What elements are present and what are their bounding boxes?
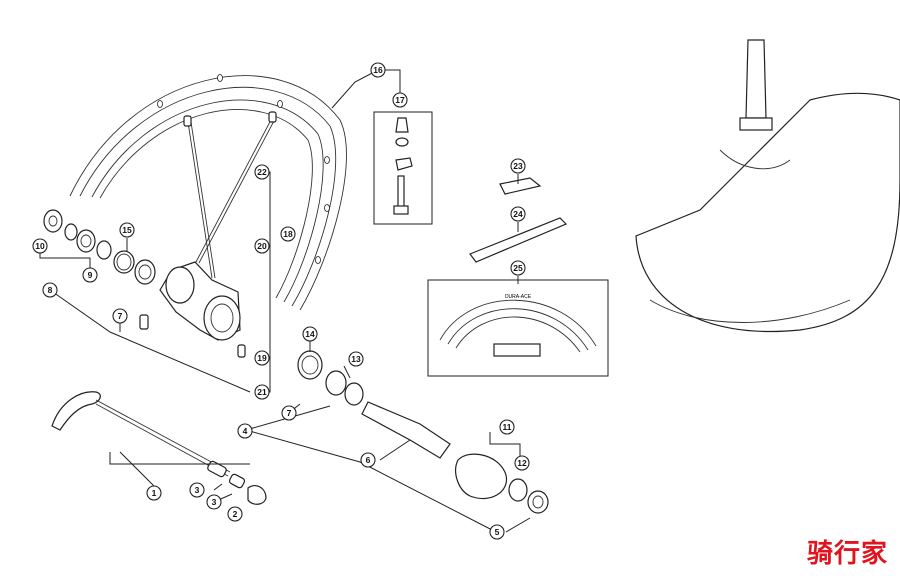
decal-box	[427, 279, 609, 377]
spokes-drawing	[183, 111, 277, 279]
svg-text:18: 18	[283, 229, 293, 239]
tools-drawing	[469, 177, 568, 263]
svg-text:1: 1	[152, 488, 157, 498]
svg-text:5: 5	[495, 527, 500, 537]
svg-text:20: 20	[257, 241, 267, 251]
tubular-tire-drawing	[635, 39, 900, 333]
callout-3a: 3	[189, 482, 205, 498]
svg-text:23: 23	[513, 161, 523, 171]
callout-8: 8	[42, 282, 58, 298]
svg-text:16: 16	[373, 65, 383, 75]
axle-freehub-drawing	[297, 350, 549, 514]
svg-text:4: 4	[243, 426, 248, 436]
svg-text:17: 17	[395, 95, 405, 105]
rim-drawing	[69, 74, 347, 311]
callout-10: 10	[32, 238, 48, 254]
hub-shell-drawing	[139, 261, 246, 358]
callout-7b: 7	[281, 405, 297, 421]
callout-9: 9	[82, 267, 98, 283]
callout-18: 18	[280, 226, 296, 242]
svg-text:8: 8	[48, 285, 53, 295]
svg-text:9: 9	[88, 270, 93, 280]
callout-12: 12	[514, 455, 530, 471]
callout-14: 14	[302, 326, 318, 342]
callout-21: 21	[254, 384, 270, 400]
svg-text:13: 13	[351, 354, 361, 364]
callout-3b: 3	[206, 494, 222, 510]
watermark-logo: 骑行家	[806, 539, 888, 569]
svg-text:21: 21	[257, 387, 267, 397]
left-bearing-parts	[43, 209, 156, 285]
svg-text:12: 12	[517, 458, 527, 468]
svg-text:10: 10	[35, 241, 45, 251]
callout-23: 23	[510, 158, 526, 174]
callout-25: 25	[510, 260, 526, 276]
callout-19: 19	[254, 350, 270, 366]
svg-text:2: 2	[233, 509, 238, 519]
callout-4: 4	[237, 423, 253, 439]
svg-text:15: 15	[122, 225, 132, 235]
svg-text:14: 14	[305, 329, 315, 339]
svg-text:24: 24	[513, 209, 523, 219]
callout-6: 6	[360, 452, 376, 468]
svg-text:3: 3	[212, 497, 217, 507]
callout-20: 20	[254, 238, 270, 254]
callout-7a: 7	[112, 308, 128, 324]
svg-text:22: 22	[257, 167, 267, 177]
callout-17: 17	[392, 92, 408, 108]
decal-text: DURA-ACE	[505, 294, 532, 300]
callout-5: 5	[489, 524, 505, 540]
valve-parts-drawing	[393, 117, 413, 215]
callout-24: 24	[510, 206, 526, 222]
decal-drawing: DURA-ACE	[439, 294, 597, 357]
callout-1: 1	[146, 485, 162, 501]
callout-2: 2	[227, 506, 243, 522]
svg-text:7: 7	[287, 408, 292, 418]
svg-text:25: 25	[513, 263, 523, 273]
svg-text:11: 11	[503, 422, 512, 432]
callout-13: 13	[348, 351, 364, 367]
svg-text:19: 19	[257, 353, 267, 363]
svg-text:6: 6	[366, 455, 371, 465]
svg-text:3: 3	[195, 485, 200, 495]
callout-22: 22	[254, 164, 270, 180]
svg-text:7: 7	[118, 311, 123, 321]
callout-16: 16	[370, 62, 386, 78]
callout-15: 15	[119, 222, 135, 238]
callout-11: 11	[499, 419, 515, 435]
